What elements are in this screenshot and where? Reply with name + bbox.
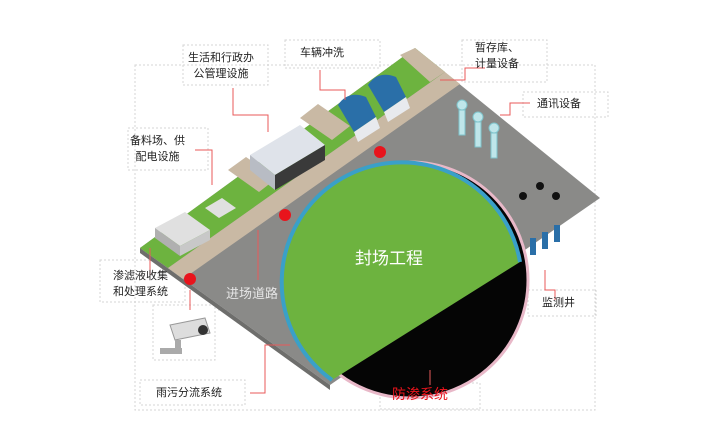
leader-lines [149, 67, 556, 394]
label-line: 生活和行政办 [188, 51, 254, 64]
admin-building [250, 125, 325, 190]
service-road [168, 72, 460, 279]
label-line: 公管理设施 [193, 67, 249, 80]
top-road [400, 48, 445, 82]
label-line: 和处理系统 [113, 285, 168, 298]
warehouse-1 [338, 94, 380, 142]
label-seepage: 防渗系统 [392, 387, 448, 403]
label-line: 计量设备 [475, 57, 519, 70]
label-wash: 车辆冲洗 [300, 46, 344, 59]
marker-dot [279, 209, 291, 221]
security-camera-icon [160, 317, 211, 354]
label-line: 备料场、供 [130, 134, 185, 147]
marker-dot [374, 146, 386, 158]
label-well: 监测井 [542, 296, 575, 309]
cross-road-2 [228, 157, 277, 192]
label-closure: 封场工程 [355, 249, 423, 269]
label-line: 渗滤液收集 [113, 269, 168, 282]
label-rain: 雨污分流系统 [156, 386, 222, 399]
label-line: 暂存库、 [475, 41, 519, 54]
comm-towers [456, 99, 500, 159]
label-admin: 生活和行政办公管理设施 [188, 50, 254, 82]
label-comm: 通讯设备 [537, 97, 581, 110]
label-road: 进场道路 [226, 287, 279, 302]
label-storage: 暂存库、计量设备 [475, 40, 519, 72]
warehouse-2 [368, 74, 410, 122]
cap-rim [279, 160, 522, 382]
monitoring-wells [519, 182, 560, 255]
closure-cap [281, 162, 520, 380]
marker-dot [184, 273, 196, 285]
cross-road-1 [300, 104, 350, 140]
label-supply: 备料场、供配电设施 [130, 133, 185, 165]
label-line: 配电设施 [135, 150, 180, 163]
label-leachate: 渗滤液收集和处理系统 [113, 268, 168, 300]
supply-building [155, 198, 236, 256]
